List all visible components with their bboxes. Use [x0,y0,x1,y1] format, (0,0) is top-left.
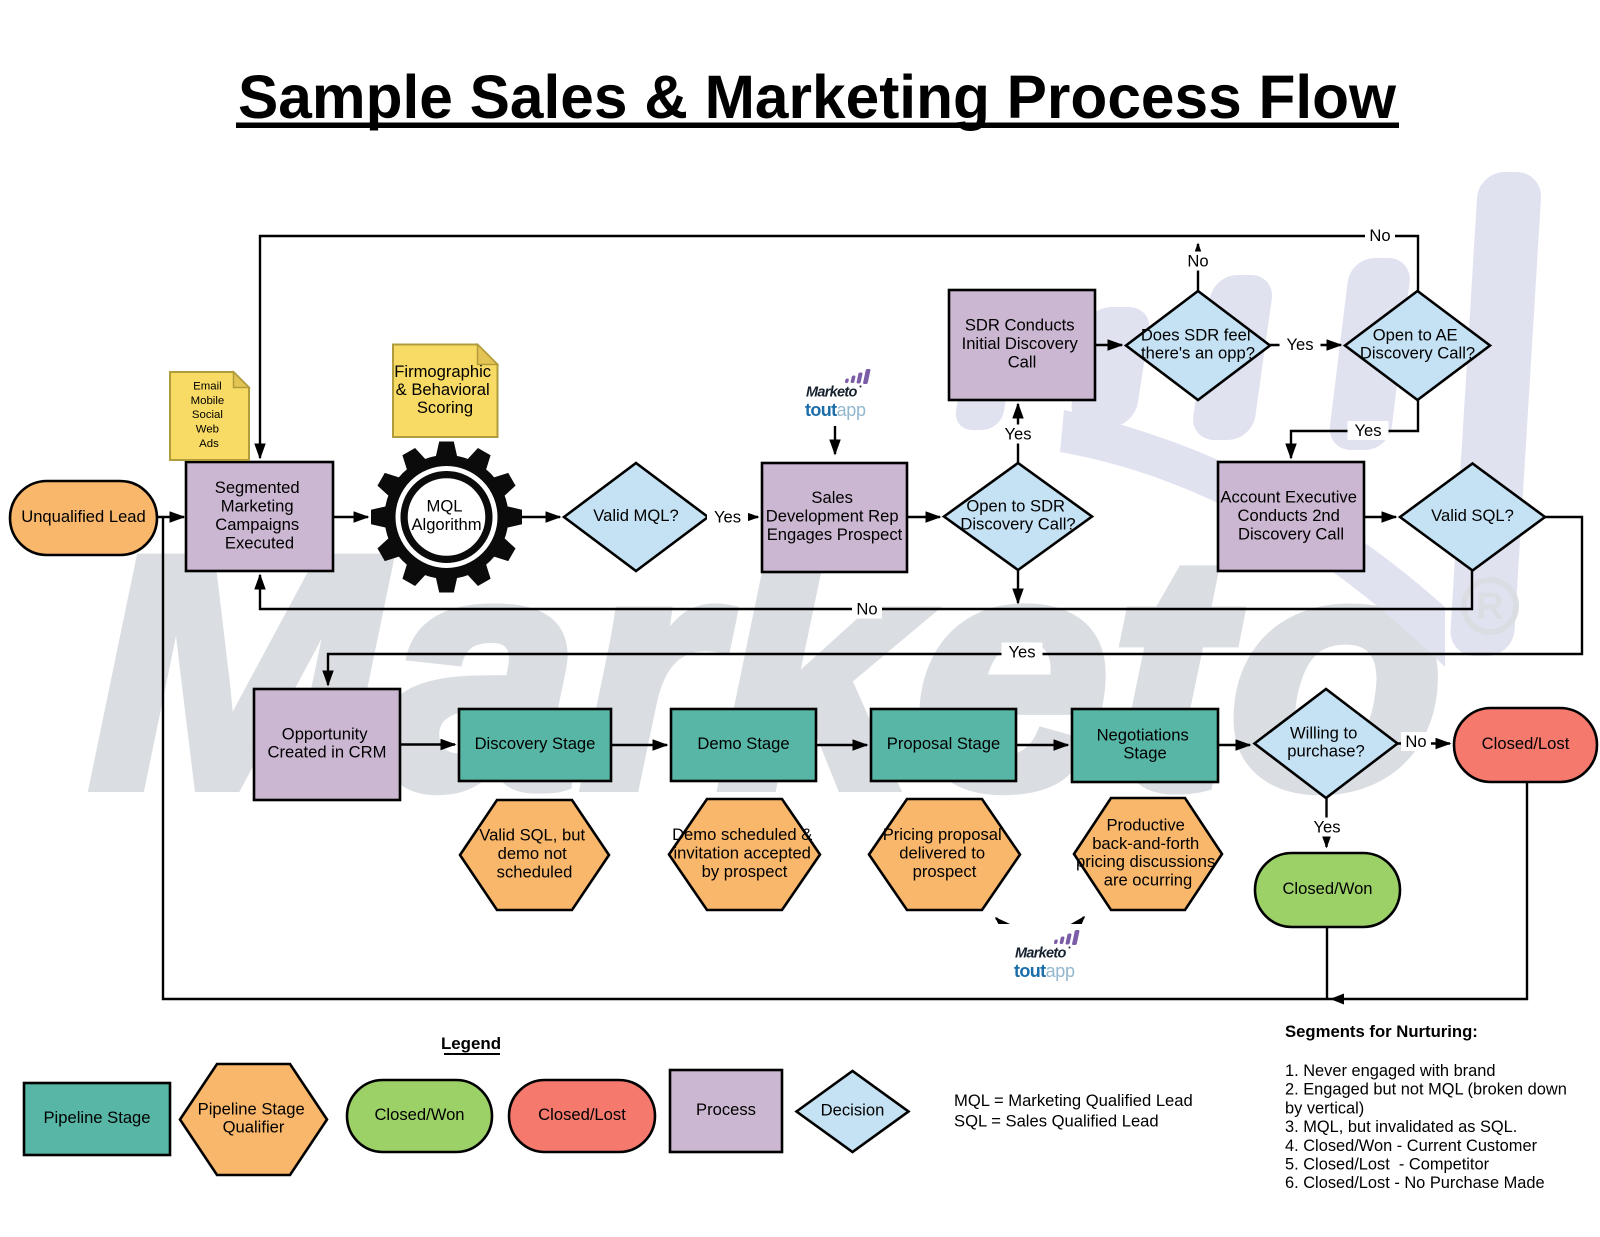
svg-text:toutapp: toutapp [1014,961,1075,981]
svg-text:Does SDR feel there's an opp?: Does SDR feel there's an opp? [1141,325,1255,362]
svg-text:Opportunity Created in CRM: Opportunity Created in CRM [268,724,387,761]
svg-text:Decision: Decision [821,1101,885,1120]
svg-text:1. Never engaged with brand 2.: 1. Never engaged with brand 2. Engaged b… [1285,1062,1571,1192]
svg-text:Valid SQL, but demo not schedu: Valid SQL, but demo not scheduled [479,826,589,882]
svg-text:Email Mobile Social Web Ads: Email Mobile Social Web Ads [191,381,228,450]
svg-text:Closed/Lost: Closed/Lost [538,1105,626,1124]
svg-text:Closed/Won: Closed/Won [1282,879,1372,898]
svg-text:Proposal Stage: Proposal Stage [887,734,1000,753]
svg-text:Yes: Yes [714,508,741,527]
svg-text:SDR Conducts Initial Discovery: SDR Conducts Initial Discovery Call [962,316,1083,372]
svg-text:Yes: Yes [1313,818,1340,837]
svg-text:Valid MQL?: Valid MQL? [593,506,678,525]
svg-text:Valid SQL?: Valid SQL? [1431,506,1514,525]
svg-text:MQL Algorithm: MQL Algorithm [411,497,481,535]
svg-text:Productive back-and-forth pric: Productive back-and-forth pricing discus… [1076,815,1220,889]
svg-text:Discovery Stage: Discovery Stage [475,734,596,753]
svg-text:Segmented Marketing Campaigns: Segmented Marketing Campaigns Executed [215,478,305,552]
svg-text:Pipeline Stage: Pipeline Stage [43,1108,150,1127]
svg-text:Closed/Lost: Closed/Lost [1482,734,1570,753]
svg-text:Sales Development Rep Engages: Sales Development Rep Engages Prospect [766,488,903,544]
svg-text:Willing to purchase?: Willing to purchase? [1287,723,1365,760]
svg-text:Account Executive Conducts 2nd: Account Executive Conducts 2nd Discovery… [1220,488,1361,544]
svg-text:Open to SDR Discovery Call?: Open to SDR Discovery Call? [960,496,1075,533]
svg-text:Yes: Yes [1354,421,1381,440]
svg-text:Negotiations Stage: Negotiations Stage [1097,725,1194,762]
svg-text:R: R [1476,586,1503,628]
svg-text:Segments for Nurturing:: Segments for Nurturing: [1285,1022,1478,1041]
svg-text:MQL = Marketing Qualified Lead: MQL = Marketing Qualified Lead SQL = Sal… [954,1091,1197,1131]
svg-text:Marketo: Marketo [806,385,858,401]
svg-text:No: No [1405,732,1426,751]
svg-text:Open to AE Discovery Call?: Open to AE Discovery Call? [1360,325,1475,362]
svg-text:No: No [1187,252,1208,271]
svg-text:Unqualified Lead: Unqualified Lead [21,507,146,526]
svg-text:Demo Stage: Demo Stage [697,734,789,753]
svg-text:No: No [1369,226,1390,245]
svg-text:toutapp: toutapp [805,400,866,420]
svg-text:Closed/Won: Closed/Won [374,1105,464,1124]
svg-text:Yes: Yes [1008,643,1035,662]
svg-text:No: No [856,600,877,619]
svg-text:Yes: Yes [1286,335,1313,354]
svg-text:Pricing proposal delivered to: Pricing proposal delivered to prospect [883,825,1007,881]
svg-text:Demo scheduled & invitation ac: Demo scheduled & invitation accepted by … [672,825,817,881]
svg-text:Process: Process [696,1100,756,1119]
svg-text:Firmographic & Behavioral Scor: Firmographic & Behavioral Scoring [394,362,495,417]
svg-text:Marketo: Marketo [1015,946,1067,962]
svg-text:Yes: Yes [1004,425,1031,444]
svg-text:Legend: Legend [441,1034,501,1053]
svg-text:Pipeline Stage Qualifier: Pipeline Stage Qualifier [198,1099,310,1136]
svg-text:Sample Sales & Marketing Proce: Sample Sales & Marketing Process Flow [238,63,1397,131]
